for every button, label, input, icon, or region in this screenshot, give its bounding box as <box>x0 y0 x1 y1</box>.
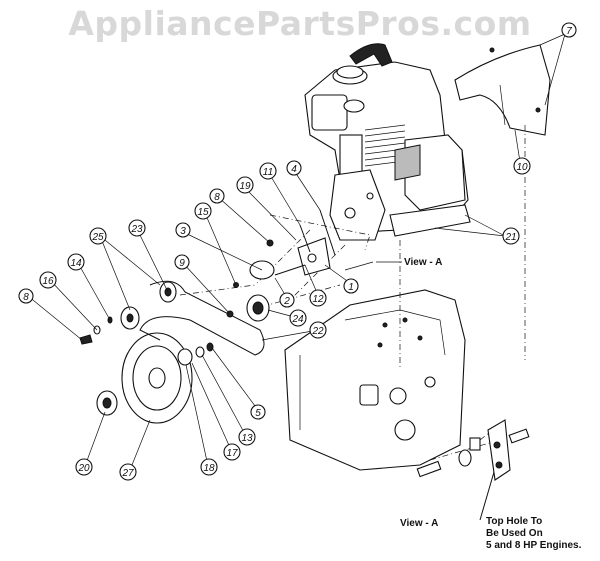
callout-7: 7 <box>561 22 577 38</box>
callout-leaders <box>27 33 566 471</box>
callout-12: 12 <box>309 289 327 307</box>
svg-text:4: 4 <box>291 164 297 175</box>
svg-text:18: 18 <box>203 463 215 474</box>
svg-text:5: 5 <box>255 408 261 419</box>
callout-2: 2 <box>279 292 295 308</box>
callout-23: 23 <box>128 219 146 237</box>
note-line-2: Be Used On <box>486 528 543 539</box>
svg-text:20: 20 <box>77 463 90 474</box>
svg-text:16: 16 <box>42 276 54 287</box>
callout-22: 22 <box>309 321 327 339</box>
callout-4: 4 <box>286 160 302 176</box>
view-a-bracket <box>416 419 530 521</box>
callout-8-left: 8 <box>18 288 34 304</box>
text-labels: View - A View - A Top Hole To Be Used On… <box>376 257 582 551</box>
callout-14: 14 <box>67 253 85 271</box>
note-line-3: 5 and 8 HP Engines. <box>486 540 582 551</box>
svg-text:22: 22 <box>311 326 324 337</box>
callout-17: 17 <box>223 443 241 461</box>
svg-text:24: 24 <box>291 314 304 325</box>
callouts: 7 10 21 4 11 19 8 15 3 9 23 25 14 16 8 1… <box>18 22 577 481</box>
note-line-1: Top Hole To <box>486 516 542 527</box>
svg-text:3: 3 <box>180 226 186 237</box>
callout-19: 19 <box>236 176 254 194</box>
callout-3: 3 <box>175 222 191 238</box>
pulley-assembly <box>79 209 336 424</box>
svg-text:25: 25 <box>91 232 104 243</box>
svg-text:15: 15 <box>197 207 209 218</box>
svg-text:7: 7 <box>566 26 572 37</box>
callout-15: 15 <box>194 202 212 220</box>
callout-9: 9 <box>174 254 190 270</box>
callout-16: 16 <box>39 271 57 289</box>
svg-text:10: 10 <box>516 162 528 173</box>
svg-text:2: 2 <box>283 296 290 307</box>
callout-8-top: 8 <box>209 188 225 204</box>
view-a-label-bottom: View - A <box>400 518 438 529</box>
callout-13: 13 <box>238 428 256 446</box>
callout-18: 18 <box>200 458 218 476</box>
svg-text:1: 1 <box>348 282 354 293</box>
svg-text:13: 13 <box>241 433 253 444</box>
svg-text:11: 11 <box>263 167 273 178</box>
engine <box>304 43 471 241</box>
callout-24: 24 <box>289 309 307 327</box>
callout-20: 20 <box>75 458 93 476</box>
svg-text:17: 17 <box>226 448 238 459</box>
callout-10: 10 <box>513 157 531 175</box>
belt-cover-part <box>454 44 551 136</box>
svg-text:27: 27 <box>121 468 134 479</box>
callout-1: 1 <box>343 278 359 294</box>
svg-text:14: 14 <box>70 258 82 269</box>
svg-text:12: 12 <box>312 294 324 305</box>
watermark: AppliancePartsPros.com <box>68 4 532 43</box>
svg-text:23: 23 <box>130 224 143 235</box>
callout-27: 27 <box>119 463 137 481</box>
svg-text:19: 19 <box>239 181 251 192</box>
frame <box>284 289 466 471</box>
callout-25: 25 <box>89 227 107 245</box>
callout-11: 11 <box>259 162 277 180</box>
svg-text:21: 21 <box>504 232 516 243</box>
svg-text:9: 9 <box>179 258 185 269</box>
view-a-label-top: View - A <box>404 257 442 268</box>
callout-5: 5 <box>250 404 266 420</box>
callout-21: 21 <box>502 227 520 245</box>
svg-text:8: 8 <box>23 292 29 303</box>
svg-text:8: 8 <box>214 192 220 203</box>
